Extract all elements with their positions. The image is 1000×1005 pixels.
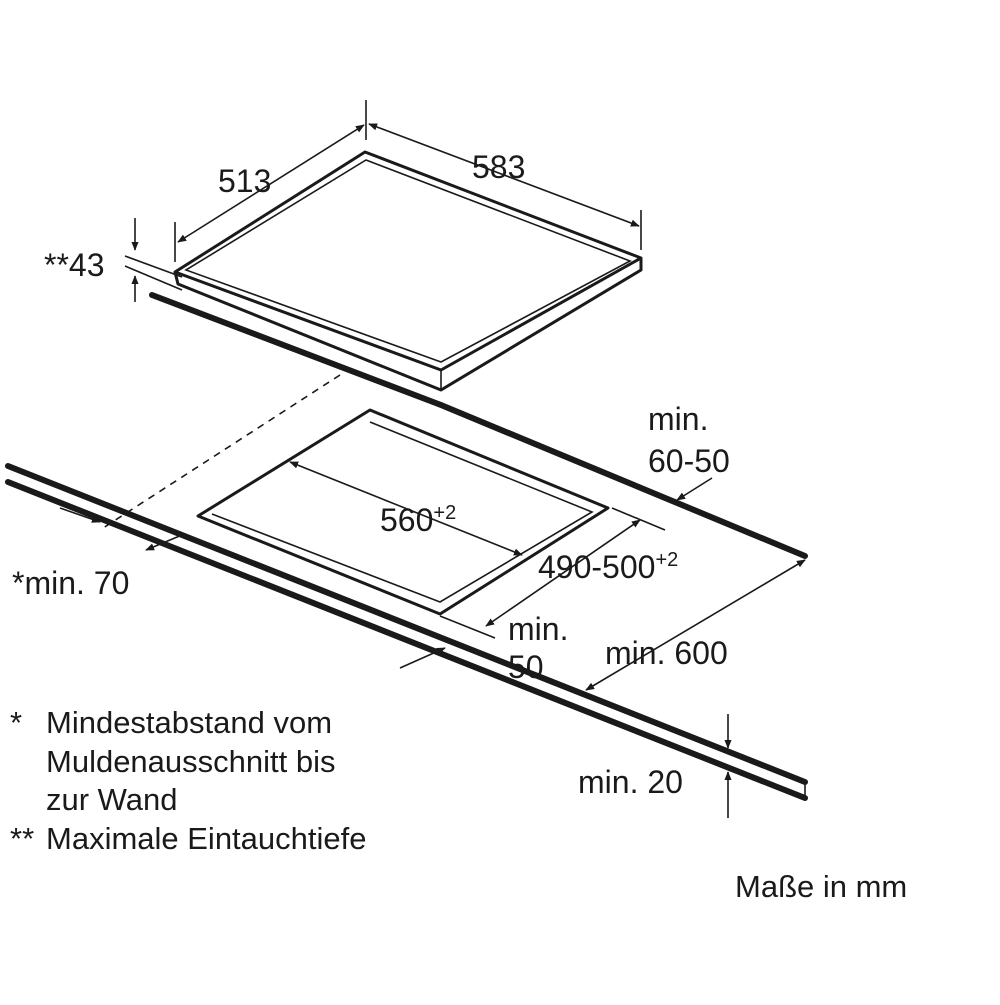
projection-dashed-line xyxy=(99,374,341,531)
arrow-front-clearance xyxy=(399,647,446,669)
label-cutout-width: 560+2 xyxy=(380,502,456,538)
dim-line-560 xyxy=(289,461,523,556)
ext-43-bottom xyxy=(124,265,183,291)
dimension-front-clearance: min. 50 xyxy=(399,611,568,685)
units-label: Maße in mm xyxy=(735,869,907,904)
worktop-back-edge xyxy=(438,402,808,559)
note-double-star-text: Maximale Eintauchtiefe xyxy=(46,821,367,856)
ext-43-top xyxy=(124,255,183,278)
cooktop-drawing xyxy=(99,150,643,531)
label-installation-depth: **43 xyxy=(44,247,105,283)
dimension-43: **43 xyxy=(44,218,183,302)
dim-line-600 xyxy=(585,559,806,691)
note-double-star-marker: ** xyxy=(10,821,34,856)
arrow-rear-clearance xyxy=(676,477,713,501)
dim-line-490-500 xyxy=(485,519,641,627)
dimension-513: 513 xyxy=(174,100,367,262)
label-front-clearance-value: 50 xyxy=(508,649,544,685)
cooktop-underside-line xyxy=(149,292,444,408)
note-star-line1: Mindestabstand vom xyxy=(46,705,332,740)
label-wall-clearance: *min. 70 xyxy=(12,565,129,601)
dimension-rear-clearance: min. 60-50 xyxy=(648,401,730,501)
label-rear-clearance-min: min. xyxy=(648,401,708,437)
label-depth: 583 xyxy=(472,149,525,185)
dim-line-583 xyxy=(368,123,640,227)
dimension-worktop-depth: min. 600 xyxy=(585,559,806,691)
dimension-560: 560+2 xyxy=(289,461,523,556)
dimension-583: 583 xyxy=(368,123,642,250)
note-star-line2: Muldenausschnitt bis xyxy=(46,744,336,779)
notes: * Mindestabstand vom Muldenausschnitt bi… xyxy=(10,705,907,904)
arrow-wall-left xyxy=(59,507,101,523)
label-worktop-thickness: min. 20 xyxy=(578,764,683,800)
dimension-wall-clearance: *min. 70 xyxy=(12,507,183,601)
label-front-clearance-min: min. xyxy=(508,611,568,647)
ext-cutout-front xyxy=(439,615,496,639)
dim-line-513 xyxy=(177,124,365,243)
worktop-drawing xyxy=(5,402,808,801)
label-worktop-depth: min. 600 xyxy=(605,635,728,671)
note-star-marker: * xyxy=(10,705,22,740)
label-width: 513 xyxy=(218,163,271,199)
label-rear-clearance-value: 60-50 xyxy=(648,443,730,479)
arrow-wall-right xyxy=(145,534,183,551)
dimension-worktop-thickness: min. 20 xyxy=(578,714,732,818)
worktop-bottom-edge xyxy=(5,479,808,801)
ext-cutout-right xyxy=(611,507,666,531)
label-cutout-depth: 490-500+2 xyxy=(538,549,678,585)
note-star-line3: zur Wand xyxy=(46,782,178,817)
cooktop-front-edge xyxy=(173,258,643,392)
worktop-front-edge xyxy=(5,463,808,785)
cutout-outline xyxy=(196,408,610,616)
